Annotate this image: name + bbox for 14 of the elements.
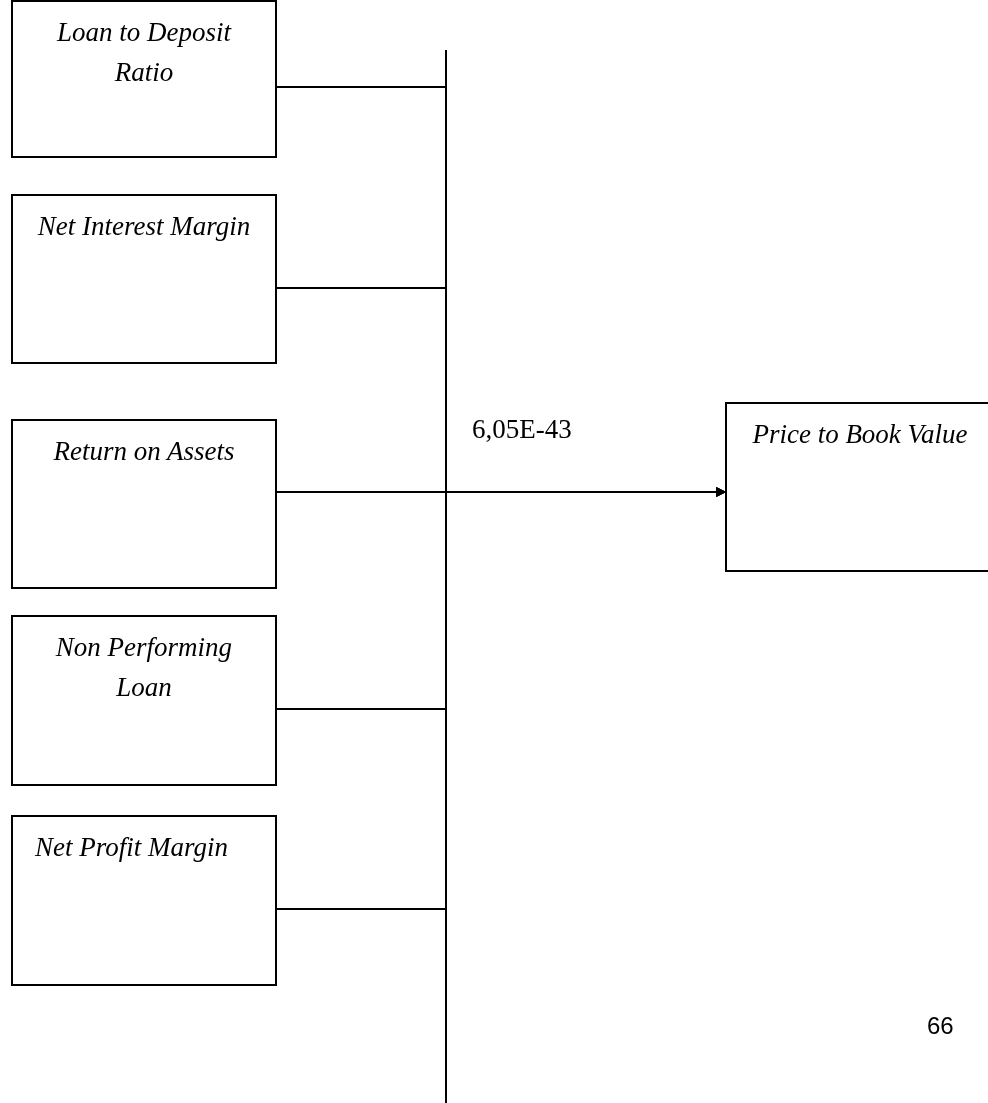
box-label: Return on Assets <box>53 435 235 468</box>
page-number: 66 <box>927 1012 954 1040</box>
box-label: Non Performing Loan <box>54 631 234 704</box>
connector-arrow <box>276 487 726 910</box>
box-label: Price to Book Value <box>752 418 968 451</box>
box-label: Net Profit Margin <box>35 831 228 864</box>
variable-box <box>11 615 277 786</box>
variable-box <box>11 815 277 986</box>
variable-box <box>11 0 277 158</box>
variable-box <box>11 194 277 364</box>
variable-box <box>11 419 277 589</box>
box-label: Net Interest Margin <box>37 210 251 243</box>
box-label: Loan to Deposit Ratio <box>55 16 233 89</box>
outcome-box <box>725 402 988 572</box>
